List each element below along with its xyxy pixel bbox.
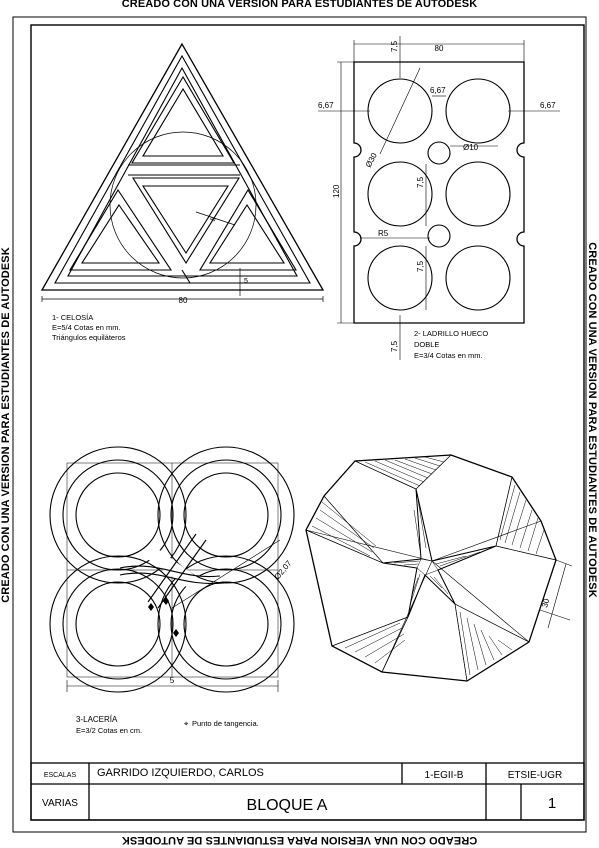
school-code: ETSIE-UGR — [508, 770, 562, 781]
ladrillo-dim-gap: 6,67 — [430, 86, 446, 95]
tangency-legend-icon: ⌖ — [184, 719, 189, 728]
celosia-drawing — [40, 42, 325, 302]
tangency-marks — [148, 597, 179, 637]
ladrillo-dim-circle: Ø30 — [364, 151, 379, 169]
ladrillo-dim-height: 120 — [332, 184, 341, 198]
celosia-dim-gap2: 5 — [210, 216, 218, 223]
celosia-title: 1- CELOSÍA — [52, 313, 93, 322]
laceria-scale: E=3/2 Cotas en cm. — [76, 726, 142, 735]
star-polygon-drawing — [305, 454, 573, 682]
celosia-note: Triángulos equiláteros — [52, 333, 126, 342]
ladrillo-title: 2- LADRILLO HUECO — [414, 329, 488, 338]
laceria-dim-width: 5 — [170, 676, 175, 685]
laceria-drawing — [49, 446, 295, 693]
ladrillo-dim-width: 80 — [435, 44, 444, 53]
watermark-top: CREADO CON UNA VERSION PARA ESTUDIANTES … — [121, 0, 478, 10]
ladrillo-dim-topmargin: 7,5 — [390, 40, 399, 52]
ladrillo-title2: DOBLE — [414, 340, 439, 349]
escalas-label: ESCALAS — [44, 772, 77, 779]
ladrillo-dim-left: 6,67 — [318, 101, 334, 110]
ladrillo-drawing — [318, 36, 560, 360]
author-name: GARRIDO IZQUIERDO, CARLOS — [97, 767, 264, 779]
sheet-number: 1 — [548, 795, 556, 812]
ladrillo-dim-mid1: 7,5 — [416, 176, 425, 188]
outer-frame — [12, 16, 587, 833]
group-code: 1-EGII-B — [425, 770, 464, 781]
tangency-legend: Punto de tangencia. — [192, 719, 259, 728]
title-block — [30, 762, 585, 821]
sheet-title: BLOQUE A — [247, 797, 328, 814]
star-polygon-hatching — [305, 454, 557, 682]
ladrillo-dim-hole: Ø10 — [463, 143, 479, 152]
inner-frame — [30, 24, 585, 821]
star-dim-side: 30 — [540, 597, 551, 608]
ladrillo-dim-right: 6,67 — [540, 101, 556, 110]
celosia-dim-gap1: 5 — [244, 278, 248, 285]
celosia-dim-base: 80 — [179, 296, 188, 305]
ladrillo-scale: E=3/4 Cotas en mm. — [414, 351, 483, 360]
scale-value: VARIAS — [42, 798, 78, 809]
laceria-title: 3-LACERÍA — [76, 715, 118, 724]
ladrillo-dim-mid2: 7,5 — [416, 260, 425, 272]
ladrillo-dim-radius: R5 — [378, 229, 389, 238]
ladrillo-dim-bottom: 7,5 — [390, 340, 399, 352]
celosia-scale: E=5/4 Cotas en mm. — [52, 323, 121, 332]
